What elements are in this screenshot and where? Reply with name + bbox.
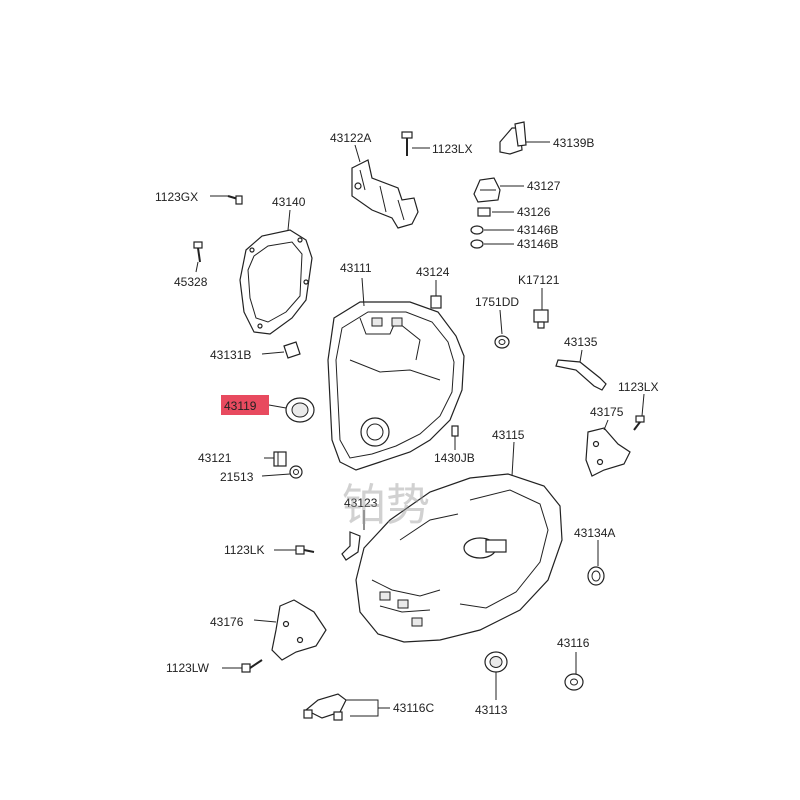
part-43146B-a [470, 225, 514, 235]
label-1123LX-right[interactable]: 1123LX [618, 380, 658, 394]
label-1123LW[interactable]: 1123LW [166, 661, 210, 675]
label-43135[interactable]: 43135 [564, 335, 598, 349]
part-43140 [239, 209, 313, 335]
label-43121[interactable]: 43121 [198, 451, 232, 465]
label-43127[interactable]: 43127 [527, 179, 561, 193]
part-43131B [261, 341, 301, 359]
highlight-box [221, 395, 269, 415]
label-43124[interactable]: 43124 [416, 265, 450, 279]
part-43175 [585, 419, 631, 477]
label-43146B-b[interactable]: 43146B [517, 237, 558, 251]
label-43113[interactable]: 43113 [475, 703, 508, 717]
part-43135 [555, 349, 607, 391]
label-43126[interactable]: 43126 [517, 205, 551, 219]
label-43140[interactable]: 43140 [272, 195, 306, 209]
watermark: 铂势 [342, 480, 430, 531]
part-43134A [587, 540, 605, 586]
part-1123GX [210, 195, 243, 205]
label-43119[interactable]: 43119 [224, 399, 257, 413]
part-43116C [303, 693, 390, 721]
label-K17121[interactable]: K17121 [518, 273, 560, 287]
part-1123LK [274, 545, 315, 555]
part-21513 [261, 465, 303, 479]
label-43123[interactable]: 43123 [344, 496, 378, 510]
label-21513[interactable]: 21513 [220, 470, 254, 484]
label-43146B-a[interactable]: 43146B [517, 223, 558, 237]
label-1123GX[interactable]: 1123GX [155, 190, 198, 204]
label-1123LX-top[interactable]: 1123LX [432, 142, 472, 156]
label-45328[interactable]: 45328 [174, 275, 208, 289]
part-43127 [473, 177, 524, 203]
label-43116[interactable]: 43116 [557, 636, 590, 650]
part-43126 [477, 207, 514, 217]
label-43111[interactable]: 43111 [340, 261, 372, 275]
part-43121 [264, 451, 287, 467]
label-43115[interactable]: 43115 [492, 428, 525, 442]
label-43122A[interactable]: 43122A [330, 131, 371, 145]
label-1751DD[interactable]: 1751DD [475, 295, 519, 309]
label-43116C[interactable]: 43116C [393, 701, 434, 715]
part-43124 [430, 280, 442, 309]
part-K17121 [533, 288, 549, 329]
label-1123LK[interactable]: 1123LK [224, 543, 264, 557]
part-43116 [564, 652, 584, 691]
label-43131B[interactable]: 43131B [210, 348, 251, 362]
part-43113 [484, 651, 508, 700]
part-1123LX-top [401, 131, 430, 156]
part-1751DD [494, 309, 510, 349]
part-1123LX-right [633, 393, 645, 431]
label-43134A[interactable]: 43134A [574, 526, 615, 540]
label-43139B[interactable]: 43139B [553, 136, 594, 150]
part-1123LW [222, 659, 263, 673]
part-43123 [341, 510, 365, 561]
part-43139B [499, 121, 550, 155]
part-43146B-b [470, 239, 514, 249]
part-43115 [355, 441, 563, 643]
label-1430JB[interactable]: 1430JB [434, 451, 475, 465]
part-43119 [268, 397, 315, 423]
part-45328 [193, 241, 203, 273]
part-43176 [253, 599, 327, 661]
part-43111 [327, 277, 465, 471]
part-43122A [351, 144, 419, 229]
label-43175[interactable]: 43175 [590, 405, 624, 419]
label-43176[interactable]: 43176 [210, 615, 244, 629]
part-1430JB [451, 425, 459, 450]
